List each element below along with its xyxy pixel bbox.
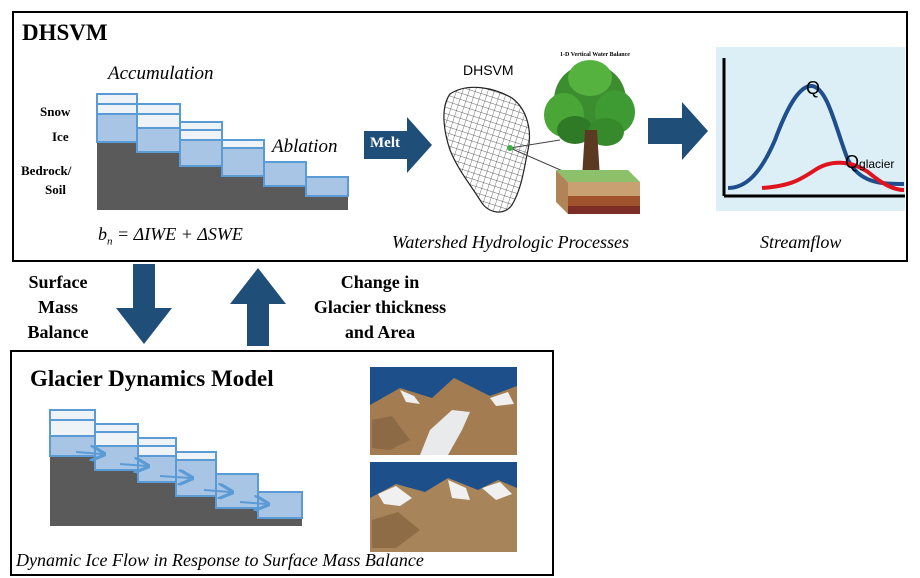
smb-line-3: Balance <box>27 322 89 342</box>
glacier-dynamics-title: Glacier Dynamics Model <box>30 366 274 391</box>
cig-line-3: and Area <box>344 322 416 342</box>
bedrock-label: Bedrock/ <box>21 163 72 178</box>
q-glacier-q: Q <box>845 152 860 172</box>
cig-line-2: Glacier thickness <box>313 297 447 317</box>
streamflow-caption: Streamflow <box>760 232 842 252</box>
mass-balance-equation: bn = ΔIWE + ΔSWE <box>98 224 243 248</box>
equation-rest: = ΔIWE + ΔSWE <box>112 224 243 244</box>
vertical-balance-label: 1-D Vertical Water Balance <box>560 52 630 58</box>
step-6 <box>305 176 349 197</box>
watershed-model-label: DHSVM <box>463 62 514 78</box>
step-4 <box>221 139 265 177</box>
soil-block-side-1 <box>568 182 640 196</box>
smb-line-2: Mass <box>38 297 78 317</box>
q-glacier-curve <box>761 160 905 192</box>
accumulation-label: Accumulation <box>108 63 214 84</box>
ablation-label: Ablation <box>272 136 338 157</box>
tree-canopy <box>544 60 635 146</box>
melt-label: Melt <box>370 135 400 151</box>
streamflow-q-glacier-label: Qglacier <box>845 152 894 173</box>
equation-n: n <box>107 235 113 248</box>
soil-block-top <box>556 170 640 182</box>
glacier-dynamics-caption: Dynamic Ice Flow in Response to Surface … <box>16 550 424 570</box>
cig-line-1: Change in <box>340 272 420 292</box>
equation-b: b <box>98 224 107 244</box>
step-3 <box>179 121 223 167</box>
dhsvm-title: DHSVM <box>22 20 108 45</box>
q-glacier-sub: glacier <box>859 157 895 171</box>
surface-mass-balance-label: Surface Mass Balance <box>14 270 102 345</box>
streamflow-q-label: Q <box>806 78 821 98</box>
q-curve <box>727 84 905 190</box>
soil-block-side-3 <box>568 206 640 214</box>
change-in-glacier-label: Change in Glacier thickness and Area <box>285 270 475 345</box>
watershed-caption: Watershed Hydrologic Processes <box>392 232 629 252</box>
ice-label: Ice <box>52 129 69 144</box>
step-1 <box>96 93 138 143</box>
tree-trunk <box>582 130 600 178</box>
snow-label: Snow <box>40 104 71 119</box>
flow-arrows <box>75 452 266 504</box>
soil-block-side-2 <box>568 196 640 206</box>
soil-block-left <box>556 170 568 214</box>
step-5 <box>263 161 307 187</box>
smb-line-1: Surface <box>28 272 88 292</box>
soil-label: Soil <box>45 182 66 197</box>
